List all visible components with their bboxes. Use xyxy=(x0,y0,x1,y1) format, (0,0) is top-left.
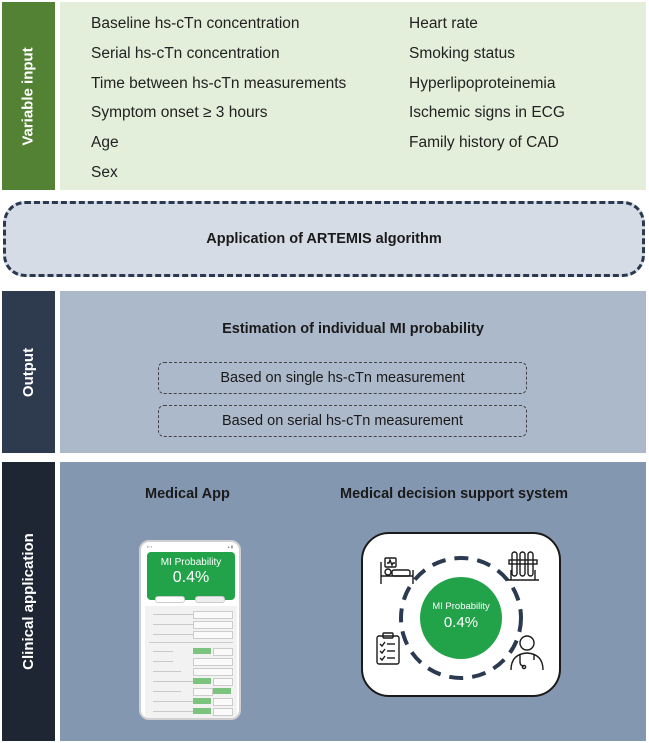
phone-probability-label: MI Probability xyxy=(160,557,222,568)
input-variable: Smoking status xyxy=(409,45,515,62)
input-variable: Symptom onset ≥ 3 hours xyxy=(91,104,268,121)
clipboard-checklist-icon xyxy=(376,632,400,665)
algorithm-box: Application of ARTEMIS algorithm xyxy=(3,201,645,277)
clinical-application-label: Clinical application xyxy=(2,462,55,741)
dss-probability-value: 0.4% xyxy=(444,614,478,631)
output-option-single: Based on single hs-cTn measurement xyxy=(158,362,527,394)
output-panel: Estimation of individual MI probability … xyxy=(60,291,646,453)
input-variable: Time between hs-cTn measurements xyxy=(91,75,347,92)
phone-result-card: MI Probability 0.4% xyxy=(147,552,235,600)
dss-probability-label: MI Probability xyxy=(432,601,490,612)
phone-tab xyxy=(155,596,185,603)
medical-app-title: Medical App xyxy=(145,486,230,502)
algorithm-label: Application of ARTEMIS algorithm xyxy=(206,231,442,247)
input-variable: Hyperlipoproteinemia xyxy=(409,75,556,92)
output-label: Output xyxy=(2,291,55,453)
phone-mockup: ▪▪ ▪ ▴ ▮ MI Probability 0.4% xyxy=(139,540,241,720)
dss-title: Medical decision support system xyxy=(340,486,569,502)
dss-dashed-ring xyxy=(399,556,523,680)
phone-form xyxy=(145,606,237,718)
output-title: Estimation of individual MI probability xyxy=(222,321,484,337)
input-variable: Heart rate xyxy=(409,15,478,32)
dss-frame: MI Probability 0.4% xyxy=(361,532,561,697)
dss-result-circle xyxy=(420,577,502,659)
dss-graphic: MI Probability 0.4% xyxy=(376,551,544,680)
phone-status-bar: ▪▪ ▪ xyxy=(147,544,153,549)
phone-signal-icon: ▴ ▮ xyxy=(227,544,233,549)
doctor-icon xyxy=(510,635,544,671)
input-variable: Ischemic signs in ECG xyxy=(409,104,565,121)
variable-input-panel: Baseline hs-cTn concentration Serial hs-… xyxy=(60,2,646,190)
variable-input-label: Variable input xyxy=(2,2,55,190)
hospital-bed-icon xyxy=(380,557,414,584)
output-option-serial: Based on serial hs-cTn measurement xyxy=(158,405,527,437)
phone-tab xyxy=(195,596,225,603)
input-variable: Baseline hs-cTn concentration xyxy=(91,15,300,32)
input-variable: Serial hs-cTn concentration xyxy=(91,45,280,62)
input-variable: Family history of CAD xyxy=(409,134,559,151)
phone-probability-value: 0.4% xyxy=(172,569,210,586)
input-variable: Age xyxy=(91,134,119,151)
test-tubes-icon xyxy=(507,551,539,581)
input-variable: Sex xyxy=(91,164,118,181)
